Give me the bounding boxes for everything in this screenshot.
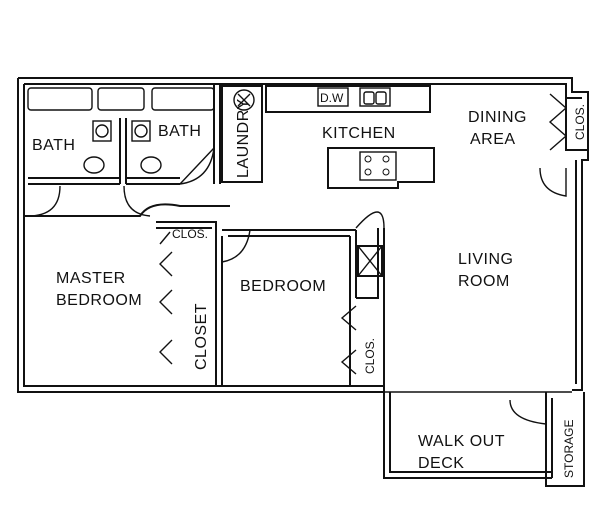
closet-label: CLOSET [193,303,210,370]
deck-storage [384,391,585,487]
bath-left-label: BATH [32,137,75,154]
dining-label-line1: DINING [468,109,527,126]
bedroom-label: BEDROOM [240,278,326,295]
storage-label: STORAGE [562,420,576,478]
bath-vanities [27,87,215,111]
dining-closet-label: CLOS. [573,104,587,140]
kitchen-counters [265,85,435,189]
dining-label-line2: AREA [470,131,516,148]
master-bedroom-label-line1: MASTER [56,270,126,287]
living-room-label-line2: ROOM [458,273,510,290]
closet-doors [159,231,357,375]
bath-walls [27,84,221,217]
laundry-label: LAUNDRY [235,98,252,178]
small-closet-label: CLOS. [172,227,208,241]
dishwasher-label: D.W [320,91,344,105]
laundry-room [221,85,263,183]
dining-closet [539,84,588,197]
master-bedroom-label-line2: BEDROOM [56,292,142,309]
kitchen-label: KITCHEN [322,125,396,142]
deck-label-line2: DECK [418,455,464,472]
exterior-walls [17,77,589,479]
bath-right-label: BATH [158,123,201,140]
bedroom-closet-label: CLOS. [363,338,377,374]
living-room-label-line1: LIVING [458,251,513,268]
deck-label-line1: WALK OUT [418,433,505,450]
